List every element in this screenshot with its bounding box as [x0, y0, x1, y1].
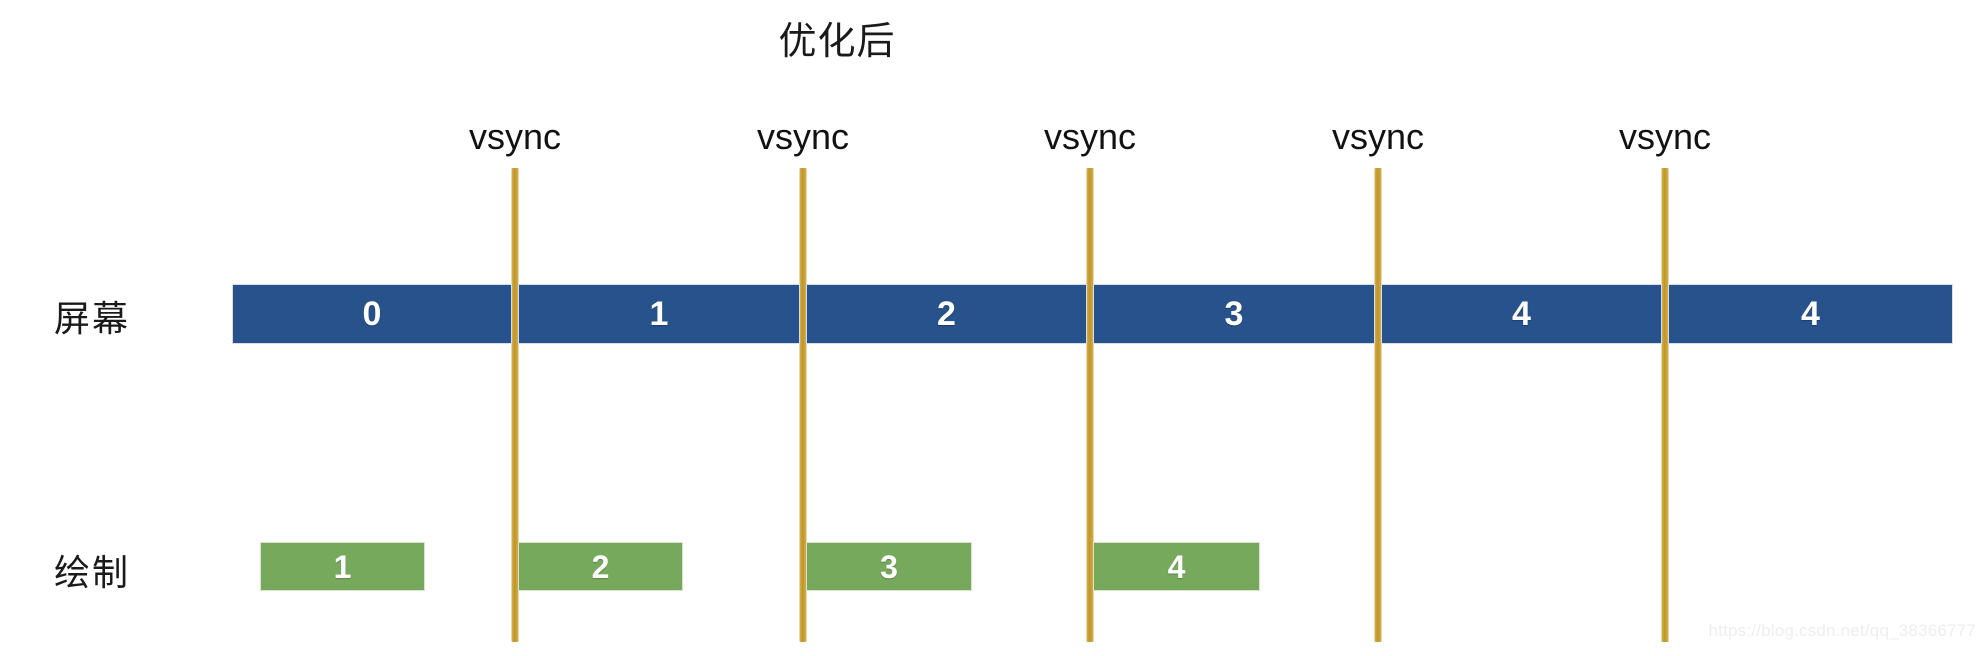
vsync-label-2: vsync	[756, 116, 850, 157]
screen-frame-segment: 1	[518, 284, 800, 344]
draw-frame-bar: 4	[1093, 542, 1260, 591]
vsync-line-3	[1086, 168, 1094, 642]
screen-frame-segment: 2	[806, 284, 1087, 344]
draw-frame-label: 1	[333, 548, 352, 585]
draw-frame-bar: 1	[260, 542, 425, 591]
screen-frame-segment: 4	[1381, 284, 1662, 344]
vsync-label-5: vsync	[1618, 116, 1712, 157]
draw-frame-label: 4	[1167, 548, 1186, 585]
screen-frame-label: 1	[649, 295, 669, 333]
draw-frame-label: 2	[591, 548, 610, 585]
vsync-line-4	[1374, 168, 1382, 642]
draw-frame-bar: 2	[518, 542, 683, 591]
draw-frame-label: 3	[880, 548, 898, 585]
vsync-line-1	[511, 168, 519, 642]
vsync-label-4: vsync	[1331, 116, 1425, 157]
vsync-label-3: vsync	[1043, 116, 1137, 157]
draw-frame-bar: 3	[806, 542, 972, 591]
screen-frame-label: 2	[937, 295, 956, 333]
vsync-label-1: vsync	[468, 116, 562, 157]
screen-frame-segment: 3	[1093, 284, 1375, 344]
screen-timeline-track: 0 1 2 3 4 4	[232, 284, 1953, 344]
screen-frame-label: 4	[1801, 295, 1820, 333]
vsync-line-5	[1661, 168, 1669, 642]
vsync-line-2	[799, 168, 807, 642]
page-title: 优化后	[0, 21, 1984, 64]
watermark: https://blog.csdn.net/qq_38366777	[1708, 621, 1976, 640]
row-label-draw: 绘制	[54, 552, 131, 593]
row-label-screen: 屏幕	[54, 298, 131, 339]
screen-frame-label: 4	[1512, 295, 1531, 333]
page-title-text: 优化后	[778, 21, 896, 63]
screen-frame-segment: 4	[1668, 284, 1953, 344]
screen-frame-label: 0	[362, 295, 382, 333]
screen-frame-segment: 0	[232, 284, 512, 344]
screen-frame-label: 3	[1224, 295, 1244, 333]
